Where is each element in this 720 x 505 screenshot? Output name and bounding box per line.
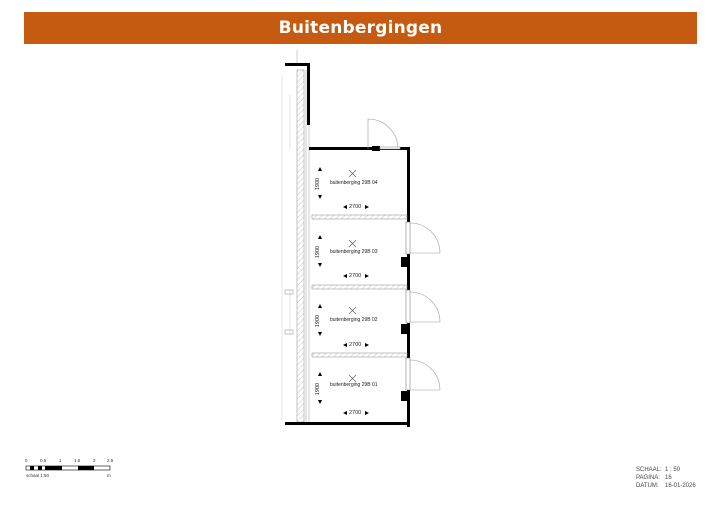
scale-tick: 1 xyxy=(59,458,62,463)
scale-bar-graphic xyxy=(25,465,111,471)
hatched-wall xyxy=(296,69,305,423)
scale-tick: 2 xyxy=(93,458,96,463)
pagina-label: PAGINA: xyxy=(636,475,660,481)
upper-wall xyxy=(285,50,310,125)
room-label: buitenberging 29B 04 xyxy=(330,180,378,186)
depth-dimension: 1900 xyxy=(315,177,322,191)
page-header-banner: Buitenbergingen xyxy=(24,12,697,44)
room-label: buitenberging 29B 02 xyxy=(330,317,378,323)
scale-tick: 0 xyxy=(25,458,28,463)
datum-label: DATUM: xyxy=(636,483,659,489)
depth-dimension: 1900 xyxy=(315,382,322,396)
title-block: SCHAAL:1 : 50 PAGINA: 16 DATUM: 16-01-2026 xyxy=(636,466,696,490)
width-dimension: 2700 xyxy=(349,410,362,416)
scale-tick: 1.5 xyxy=(74,458,81,463)
door-04 xyxy=(367,118,401,150)
scale-tick: 0.5 xyxy=(40,458,47,463)
storage-walls xyxy=(285,146,410,427)
room-label: buitenberging 29B 03 xyxy=(330,249,378,255)
pagina-value: 16 xyxy=(665,475,672,481)
room-label: buitenberging 29B 01 xyxy=(330,382,378,388)
width-dimension: 2700 xyxy=(349,273,362,279)
schaal-value: 1 : 50 xyxy=(665,467,681,473)
scale-unit: m xyxy=(107,473,111,478)
width-dimension: 2700 xyxy=(349,204,362,210)
depth-dimension: 1900 xyxy=(315,314,322,328)
page-title: Buitenbergingen xyxy=(278,18,443,38)
scale-caption: schaal 1:50 xyxy=(26,473,50,478)
scale-tick: 2.5 xyxy=(107,458,114,463)
width-dimension: 2700 xyxy=(349,342,362,348)
schaal-label: SCHAAL: xyxy=(636,467,662,473)
depth-dimension: 1900 xyxy=(315,245,322,259)
datum-value: 16-01-2026 xyxy=(665,483,696,489)
